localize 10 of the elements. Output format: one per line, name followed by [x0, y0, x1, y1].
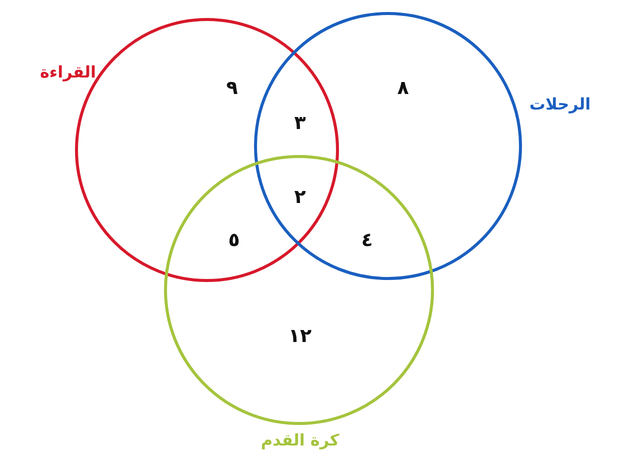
set-label: كرة القدم [260, 430, 340, 450]
set-label: الرحلات [529, 94, 591, 114]
region-count: ٥ [228, 229, 240, 251]
region-count: ٤ [361, 229, 373, 251]
region-count: ٣ [294, 112, 306, 134]
set-label: القراءة [40, 62, 96, 82]
region-count: ٩ [226, 77, 238, 99]
region-count: ٢ [294, 186, 306, 208]
region-count: ٨ [397, 77, 409, 99]
region-count: ١٢ [288, 325, 312, 347]
